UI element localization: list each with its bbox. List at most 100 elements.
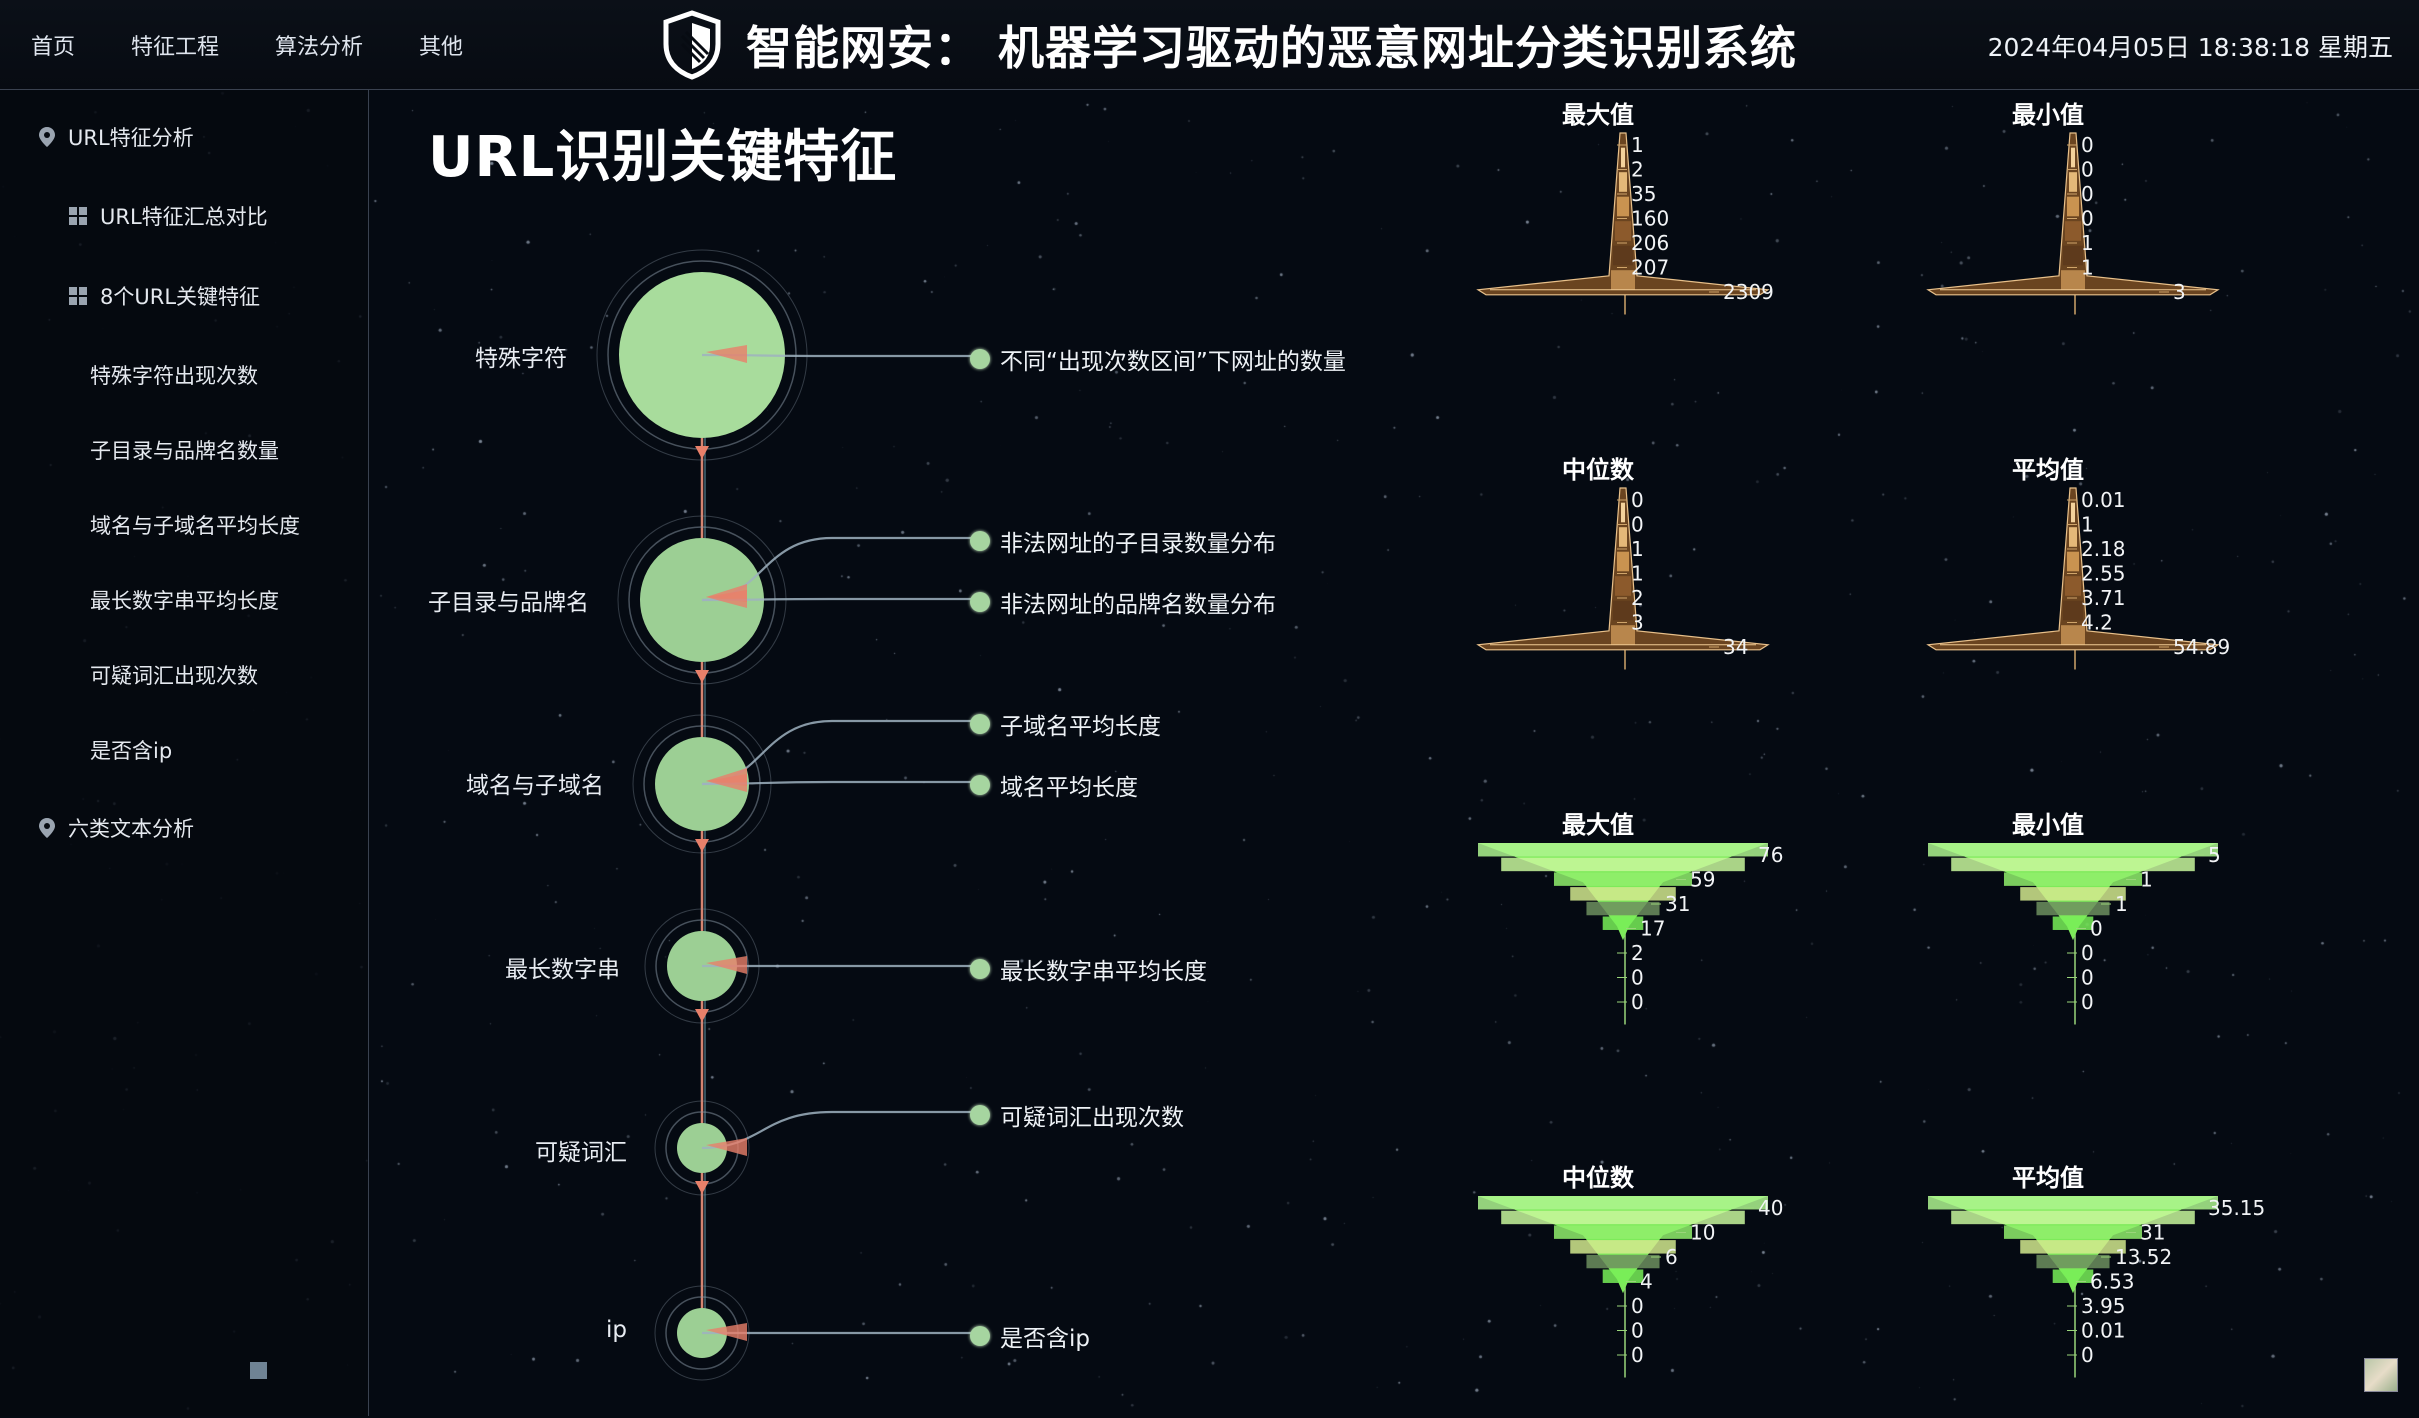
funnel-value-label: 1 (2115, 892, 2128, 916)
funnel-segment (2071, 147, 2075, 168)
datetime-display: 2024年04月05日 18:38:18 星期五 (1987, 33, 2393, 62)
funnel-segment (2061, 270, 2085, 290)
funnel-value-label: 1 (2140, 868, 2153, 892)
sidebar-item-six-text-analysis[interactable]: 六类文本分析 (38, 813, 194, 843)
funnel-title: 中位数 (1562, 1164, 1634, 1192)
sidebar-item-label: URL特征分析 (68, 126, 194, 150)
sidebar-item-label: 可疑词汇出现次数 (90, 664, 258, 688)
nav-other[interactable]: 其他 (419, 35, 464, 60)
feature-leaf[interactable]: 最长数字串平均长度 (970, 952, 1207, 986)
branch-arrow (706, 345, 747, 363)
sidebar-item-8-key-features[interactable]: 8个URL关键特征 (68, 281, 260, 311)
app-title-group: 智能网安： 机器学习驱动的恶意网址分类识别系统 (660, 0, 1797, 90)
feature-leaf[interactable]: 不同“出现次数区间”下网址的数量 (970, 342, 1346, 376)
funnel-value-label: 2309 (1723, 280, 1774, 304)
funnel-value-label: 3.71 (2081, 586, 2126, 610)
funnel-title: 最大值 (1562, 811, 1634, 839)
funnel-segment (1617, 551, 1629, 572)
funnel-segment (1611, 625, 1635, 645)
leaf-dot (970, 714, 990, 734)
funnel-value-label: 0.01 (2081, 1319, 2126, 1343)
funnel-value-label: 17 (1640, 917, 1665, 941)
branch-arrow (706, 590, 747, 608)
sidebar-item-special-chars[interactable]: 特殊字符出现次数 (90, 360, 258, 390)
funnel-value-label: 0 (2081, 158, 2094, 182)
thumbnail-icon[interactable] (2364, 1358, 2398, 1392)
funnel-value-label: 206 (1631, 231, 1669, 255)
funnel-value-label: 3 (2173, 280, 2186, 304)
sidebar-item-label: 特殊字符出现次数 (90, 364, 258, 388)
funnel-value-label: 1 (2081, 231, 2094, 255)
leaf-dot (970, 349, 990, 369)
funnel-segment (2020, 887, 2126, 901)
funnel-segment (2065, 576, 2081, 596)
funnel-value-label: 2.55 (2081, 562, 2126, 586)
funnel-title: 中位数 (1562, 456, 1634, 484)
funnel-segment (2036, 901, 2110, 916)
funnel-value-label: 31 (1665, 892, 1690, 916)
nav-algorithm-analysis[interactable]: 算法分析 (275, 35, 364, 60)
branch-arrow (706, 956, 747, 974)
nav-feature-engineering[interactable]: 特征工程 (131, 35, 220, 60)
funnel-segment (1617, 196, 1629, 217)
feature-leaf[interactable]: 非法网址的子目录数量分布 (970, 524, 1276, 558)
funnel-value-label: 3 (1631, 611, 1644, 635)
funnel-value-label: 2 (1631, 941, 1644, 965)
funnel-value-label: 0 (2081, 133, 2094, 157)
funnel-value-label: 34 (1723, 635, 1748, 659)
feature-leaf[interactable]: 域名平均长度 (970, 768, 1138, 802)
funnel-value-label: 0 (1631, 513, 1644, 537)
sidebar-item-url-summary[interactable]: URL特征汇总对比 (68, 201, 268, 231)
leaf-label: 可疑词汇出现次数 (1000, 1105, 1184, 1131)
feature-node-label: 最长数字串 (505, 957, 620, 983)
leaf-dot (970, 1105, 990, 1125)
nav-home[interactable]: 首页 (31, 35, 76, 60)
leaf-label: 非法网址的子目录数量分布 (1000, 531, 1276, 557)
location-pin-icon (39, 818, 55, 838)
sidebar-item-label: 8个URL关键特征 (100, 285, 261, 309)
sidebar-item-label: 子目录与品牌名数量 (90, 439, 279, 463)
funnel-segment (2063, 245, 2083, 266)
funnel-value-label: 0.01 (2081, 488, 2126, 512)
funnel-value-label: 207 (1631, 256, 1669, 280)
funnel-segment (2069, 172, 2077, 192)
funnel-value-label: 0 (1631, 488, 1644, 512)
flow-arrow (695, 1181, 709, 1194)
section-title: URL识别关键特征 (428, 125, 898, 190)
funnel-segment (2067, 196, 2079, 217)
funnel-segment (1621, 147, 1625, 168)
leaf-dot (970, 531, 990, 551)
top-header: 首页 特征工程 算法分析 其他 智能网安： 机器学习驱动的恶意网址分类识别系统 … (0, 0, 2419, 90)
feature-leaf[interactable]: 是否含ip (970, 1319, 1090, 1353)
feature-leaf[interactable]: 非法网址的品牌名数量分布 (970, 585, 1276, 619)
sidebar-item-domain-length[interactable]: 域名与子域名平均长度 (90, 510, 300, 540)
funnel-value-label: 1 (1631, 133, 1644, 157)
feature-leaf[interactable]: 子域名平均长度 (970, 707, 1161, 741)
sidebar-item-subdir-brand[interactable]: 子目录与品牌名数量 (90, 435, 279, 465)
funnel-value-label: 40 (1758, 1196, 1783, 1220)
funnel-segment (1501, 857, 1745, 872)
sidebar-item-url-feature-analysis[interactable]: URL特征分析 (38, 122, 194, 152)
leaf-label: 非法网址的品牌名数量分布 (1000, 592, 1276, 618)
sidebar-item-longest-digits[interactable]: 最长数字串平均长度 (90, 585, 279, 615)
funnel-value-label: 31 (2140, 1221, 2165, 1245)
funnel-segment (1611, 270, 1635, 290)
funnel-value-label: 160 (1631, 207, 1669, 231)
funnel-segment (1602, 1269, 1644, 1283)
sidebar-item-has-ip[interactable]: 是否含ip (90, 735, 172, 765)
feature-leaf[interactable]: 可疑词汇出现次数 (970, 1098, 1184, 1132)
funnel-value-label: 5 (2208, 843, 2221, 867)
feature-tree-diagram (596, 249, 980, 1381)
leaf-dot (970, 775, 990, 795)
funnel-value-label: 0 (2081, 1343, 2094, 1367)
feature-node-label: ip (606, 1317, 627, 1343)
sidebar-item-suspicious-words[interactable]: 可疑词汇出现次数 (90, 660, 258, 690)
node-outer-ring (632, 714, 772, 854)
